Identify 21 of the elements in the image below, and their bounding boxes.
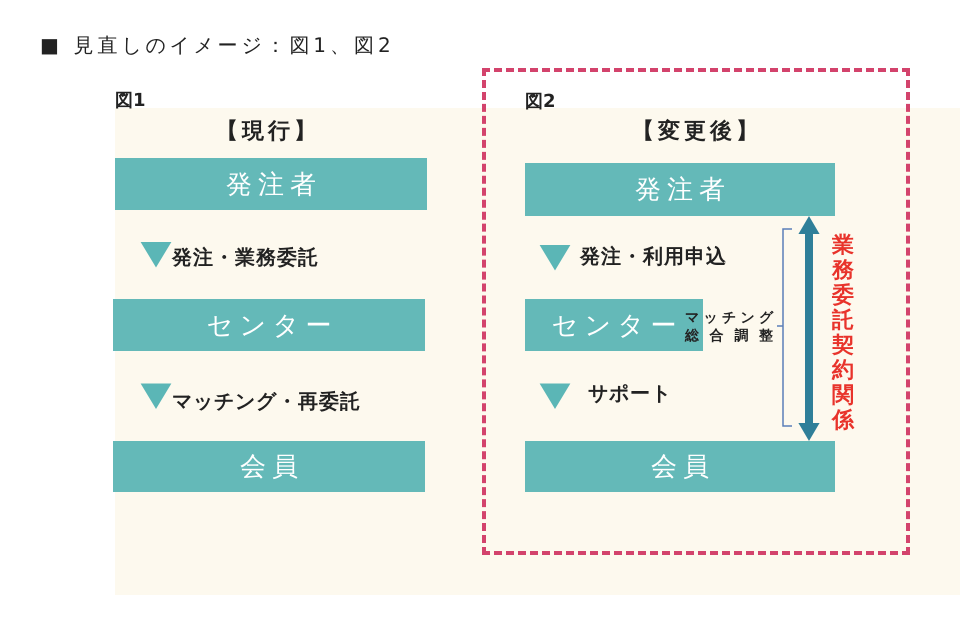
triangle-arrow: [540, 245, 570, 270]
edge-label: サポート: [588, 380, 672, 407]
entity-box: 発注者: [525, 163, 835, 216]
entity-box: 会員: [525, 441, 835, 492]
figure-label: 図1: [115, 89, 146, 112]
entity-box: 発注者: [115, 158, 427, 210]
triangle-arrow: [540, 384, 570, 409]
edge-label: 業務委託契約関係: [832, 233, 854, 433]
edge-label: 発注・業務委託: [172, 244, 319, 271]
triangle-arrow: [140, 242, 172, 268]
triangle-arrow: [140, 384, 172, 409]
entity-box: 会員: [113, 441, 425, 492]
figure-label: 図2: [525, 90, 556, 113]
double-arrow: [798, 216, 820, 441]
dashed-frame: [482, 68, 910, 555]
heading: 【現行】: [216, 118, 320, 146]
title: ■ 見直しのイメージ：図1、図2: [40, 32, 395, 59]
edge-label: 発注・利用申込: [580, 243, 727, 270]
heading: 【変更後】: [632, 118, 762, 146]
edge-label: マッチング・再委託: [172, 388, 361, 415]
entity-box: センター: [113, 299, 425, 351]
